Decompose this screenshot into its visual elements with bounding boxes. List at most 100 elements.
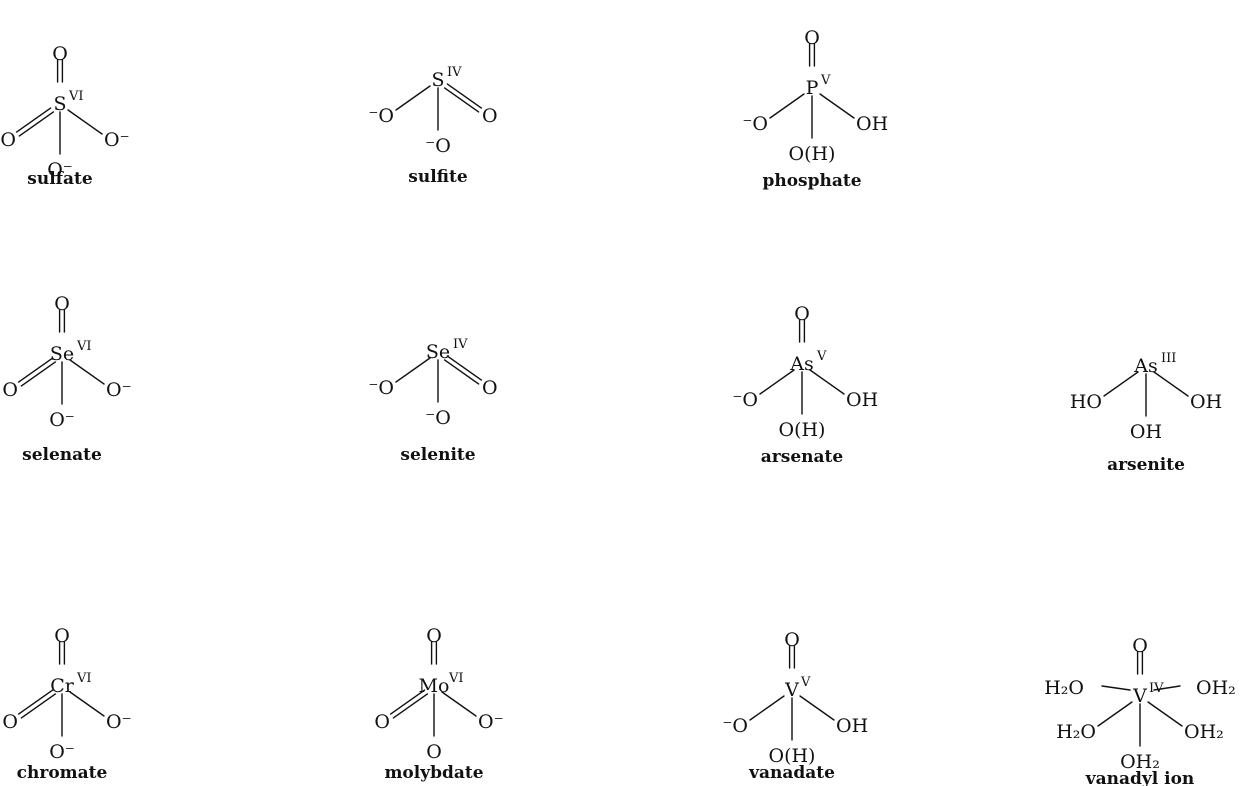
molecule-caption: selenite [400,445,475,465]
bond-lr-single [809,369,845,395]
bond-ll-single [1097,701,1133,727]
molecule-caption: vanadyl ion [1085,769,1195,786]
ligand-atom-bot: O [426,741,442,763]
ligand-atom-bot: O⁻ [49,741,75,763]
bond-ll-double [389,689,426,715]
ligand-atom-ll: O [2,711,18,733]
ligand-atom-lr: OH [856,113,888,135]
ligand-atom-top: O [52,43,68,65]
ligand-atom-lr: OH [836,715,868,737]
ligand-atom-lr: O⁻ [478,711,504,733]
bond-ll-single [1103,371,1139,397]
molecule-caption: sulfate [27,169,93,189]
bond-ur-single [1153,685,1181,691]
ligand-atom-ll: ⁻O [732,389,758,411]
oxidation-state: VI [76,671,92,686]
ligand-atom-lr: O⁻ [106,711,132,733]
central-atom: As [789,353,813,375]
central-atom: V [784,679,799,701]
bond-ll-double [20,693,57,719]
ligand-atom-ll: O [2,379,18,401]
ligand-atom-bot: O(H) [789,143,836,165]
bond-ll-double [20,361,57,387]
central-atom: S [53,93,66,115]
bond-ll-double [17,689,54,715]
central-atom: Mo [419,675,450,697]
oxidation-state: IV [447,65,462,80]
ligand-atom-top: O [784,629,800,651]
central-atom: S [431,69,444,91]
oxidation-state: V [800,675,811,690]
bond-lr-double [443,359,480,385]
ligand-atom-lr: OH [1190,391,1222,413]
oxidation-state: VI [448,671,464,686]
oxidation-state: VI [76,339,92,354]
ligand-atom-lr: OH₂ [1184,721,1224,743]
bond-lr-double [446,355,483,381]
molecule-caption: arsenate [761,447,844,467]
ligand-atom-bot: ⁻O [425,135,451,157]
ligand-atom-top: O [426,625,442,647]
bond-ll-single [749,695,785,721]
ligand-atom-ur: OH₂ [1196,677,1236,699]
bond-ll-single [395,85,431,111]
molecule-caption: vanadate [748,763,835,783]
central-atom: V [1132,685,1147,707]
ligand-atom-bot: O(H) [779,419,826,441]
central-atom: Se [426,341,450,363]
bond-lr-single [799,695,835,721]
central-atom: Cr [50,675,75,697]
bond-ll-single [769,93,805,119]
ligand-atom-ll: O [374,711,390,733]
ligand-atom-top: O [54,625,70,647]
molecule-caption: chromate [17,763,108,783]
ligand-atom-ll: O [0,129,16,151]
ligand-atom-bot: O⁻ [47,159,73,181]
molecule-caption: molybdate [384,763,483,783]
ligand-atom-ll: ⁻O [722,715,748,737]
central-atom: P [806,77,819,99]
ligand-atom-ll: H₂O [1056,721,1096,743]
bond-lr-single [69,691,105,717]
ligand-atom-ll: ⁻O [368,377,394,399]
ligand-atom-bot: ⁻O [425,407,451,429]
bond-ll-double [17,357,54,383]
bond-lr-single [67,109,103,135]
ligand-atom-lr: O [482,105,498,127]
ligand-atom-ll: ⁻O [742,113,768,135]
oxidation-state: IV [453,337,468,352]
bond-ll-single [759,369,795,395]
ligand-atom-bot: O⁻ [49,409,75,431]
bond-ll-double [18,111,55,137]
molecule-caption: sulfite [408,167,468,187]
ligand-atom-top: O [794,303,810,325]
ligand-atom-bot: O(H) [769,745,816,767]
ligand-atom-ll: ⁻O [368,105,394,127]
bond-lr-single [819,93,855,119]
central-atom: As [1133,355,1157,377]
ligand-atom-bot: OH₂ [1120,751,1160,773]
oxidation-state: V [816,349,827,364]
bond-lr-double [443,87,480,113]
oxidation-state: VI [68,89,84,104]
molecule-caption: arsenite [1107,455,1185,475]
ligand-atom-lr: O⁻ [106,379,132,401]
bond-lr-single [1153,371,1189,397]
bond-ll-single [395,357,431,383]
bond-ul-single [1101,685,1131,691]
ligand-atom-top: O [54,293,70,315]
bond-lr-single [69,359,105,385]
ligand-atom-lr: O⁻ [104,129,130,151]
molecule-caption: phosphate [762,171,861,191]
ligand-atom-ll: HO [1070,391,1102,413]
